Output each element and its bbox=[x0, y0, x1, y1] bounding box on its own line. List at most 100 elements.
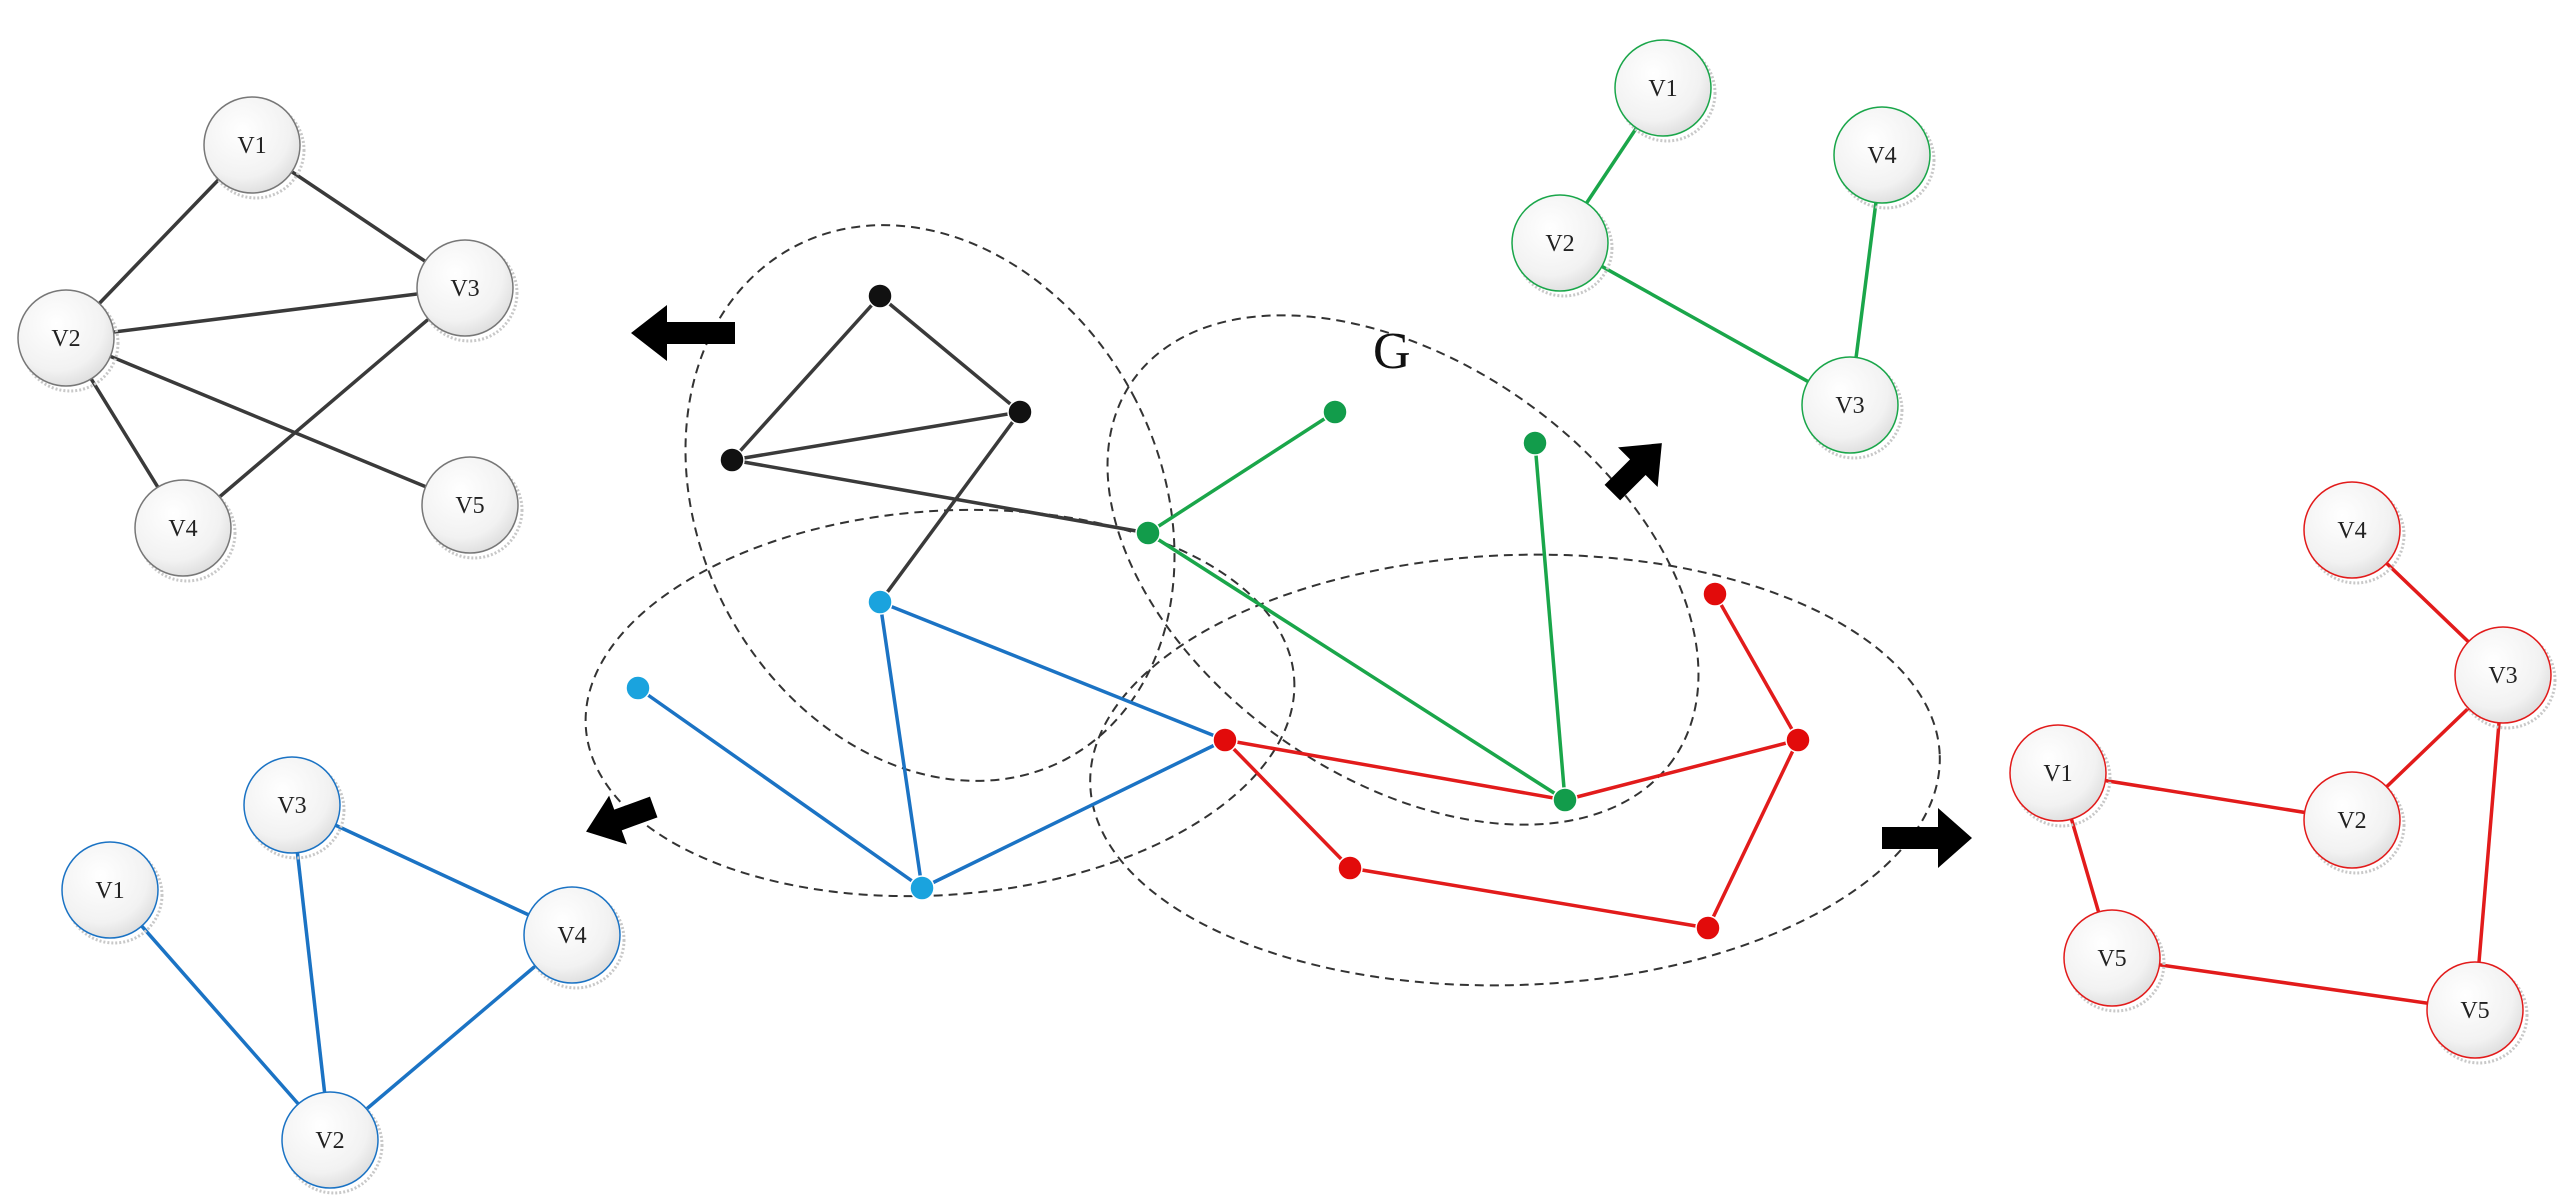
subgraph-green-node-V1: V1 bbox=[1614, 39, 1717, 143]
subgraph-blue-node-label: V4 bbox=[557, 923, 586, 949]
central-node-b1 bbox=[867, 589, 893, 615]
subgraph-green-node-V2: V2 bbox=[1511, 194, 1614, 298]
subgraph-black-node-V1: V1 bbox=[203, 96, 306, 200]
subgraph-black-node-label: V4 bbox=[168, 516, 197, 542]
central-edge-k1-k3 bbox=[730, 294, 882, 462]
central-edge-r2-r4 bbox=[1223, 738, 1352, 870]
arrow-right-to-red-subgraph-icon bbox=[1882, 808, 1972, 868]
central-edge-b1-r2 bbox=[879, 600, 1226, 742]
central-node-g1 bbox=[1322, 399, 1348, 425]
subgraph-blue-edge-V1-V2 bbox=[108, 888, 332, 1142]
subgraph-red-node-V5b: V5 bbox=[2426, 961, 2529, 1065]
cluster-red-outline bbox=[1089, 553, 1941, 987]
subgraph-black-node-V2: V2 bbox=[17, 289, 120, 393]
subgraph-blue-edge-V3-V2 bbox=[290, 804, 332, 1141]
central-edge-k1-k2 bbox=[878, 294, 1022, 414]
central-edge-r3-r5 bbox=[1706, 739, 1800, 929]
subgraph-red-node-label: V2 bbox=[2337, 808, 2366, 834]
subgraph-black-node-V5: V5 bbox=[421, 456, 524, 560]
subgraph-black-edge-V2-V3 bbox=[65, 286, 466, 340]
central-node-r2 bbox=[1212, 727, 1238, 753]
subgraph-red-edge-V5a-V5b bbox=[2111, 956, 2476, 1012]
central-graph-nodes bbox=[625, 283, 1811, 941]
central-edge-k3-g3 bbox=[731, 458, 1149, 535]
subgraph-black-node-label: V3 bbox=[450, 276, 479, 302]
central-node-r3 bbox=[1785, 727, 1811, 753]
subgraph-red-node-V2: V2 bbox=[2303, 771, 2406, 875]
subgraph-black-node-label: V5 bbox=[455, 493, 484, 519]
subgraph-black-node-V4: V4 bbox=[134, 479, 237, 583]
graph-title: G bbox=[1373, 323, 1411, 380]
subgraph-red-edge-V1-V2 bbox=[2057, 771, 2353, 822]
subgraph-blue-node-V1: V1 bbox=[61, 841, 164, 945]
central-node-b3 bbox=[909, 875, 935, 901]
subgraph-black-edge-V2-V5 bbox=[65, 336, 471, 507]
central-edge-r4-r5 bbox=[1349, 866, 1709, 930]
subgraph-red-node-V3: V3 bbox=[2454, 626, 2557, 730]
central-node-k1 bbox=[867, 283, 893, 309]
central-node-r4 bbox=[1337, 855, 1363, 881]
arrow-downleft-to-blue-subgraph-icon bbox=[586, 795, 658, 845]
central-node-b2 bbox=[625, 675, 651, 701]
subgraph-blue-node-V3: V3 bbox=[243, 756, 346, 860]
subgraph-blue-node-label: V3 bbox=[277, 793, 306, 819]
central-node-k3 bbox=[719, 447, 745, 473]
subgraph-black-node-label: V1 bbox=[237, 133, 266, 159]
cluster-blue-outline bbox=[584, 508, 1296, 898]
cluster-black-outline bbox=[684, 224, 1176, 782]
cluster-green-outline bbox=[1106, 314, 1700, 826]
cluster-outlines bbox=[584, 224, 1941, 987]
subgraph-red-node-label: V5 bbox=[2460, 998, 2489, 1024]
central-node-g2 bbox=[1522, 430, 1548, 456]
subgraph-black-node-label: V2 bbox=[51, 326, 80, 352]
central-node-r1 bbox=[1702, 581, 1728, 607]
central-node-g3 bbox=[1135, 520, 1161, 546]
subgraph-red-node-V4: V4 bbox=[2303, 481, 2406, 585]
central-edge-b1-b3 bbox=[878, 601, 924, 889]
central-edge-b3-r2 bbox=[921, 738, 1226, 890]
subgraph-black-node-V3: V3 bbox=[416, 239, 519, 343]
central-edge-k2-b1 bbox=[878, 410, 1022, 604]
central-edge-g1-g3 bbox=[1147, 410, 1336, 535]
subgraph-red-node-V1: V1 bbox=[2009, 724, 2112, 828]
central-edge-k3-k2 bbox=[731, 410, 1021, 462]
arrow-left-to-black-subgraph-icon bbox=[631, 305, 735, 361]
central-edge-r2-g4 bbox=[1224, 738, 1566, 802]
subgraph-red-node-label: V1 bbox=[2043, 761, 2072, 787]
subgraph-blue-edge-V4-V2 bbox=[328, 933, 574, 1142]
central-edge-g3-g4 bbox=[1147, 531, 1566, 802]
subgraph-green-node-V4: V4 bbox=[1833, 106, 1936, 210]
subgraph-red-node-V5a: V5 bbox=[2063, 909, 2166, 1013]
central-node-g4 bbox=[1552, 787, 1578, 813]
subgraph-green-node-label: V2 bbox=[1545, 231, 1574, 257]
central-edge-g4-r3 bbox=[1564, 738, 1799, 802]
subgraph-red-node-label: V5 bbox=[2097, 946, 2126, 972]
central-edge-g2-g4 bbox=[1533, 442, 1567, 801]
subgraph-red-node-label: V3 bbox=[2488, 663, 2517, 689]
subgraph-green-node-label: V4 bbox=[1867, 143, 1896, 169]
subgraph-red-node-label: V4 bbox=[2337, 518, 2366, 544]
subgraph-blue-node-label: V1 bbox=[95, 878, 124, 904]
central-edge-b2-b3 bbox=[636, 686, 924, 890]
subgraph-green-node-label: V3 bbox=[1835, 393, 1864, 419]
subgraph-green-edge-V2-V3 bbox=[1559, 241, 1851, 407]
subgraph-blue-node-label: V2 bbox=[315, 1128, 344, 1154]
subgraph-green-node-label: V1 bbox=[1648, 76, 1677, 102]
central-edge-r1-r3 bbox=[1713, 593, 1800, 741]
subgraph-red-edge-V3-V5b bbox=[2473, 674, 2505, 1011]
subgraph-blue-node-V2: V2 bbox=[281, 1091, 384, 1195]
subgraph-blue-node-V4: V4 bbox=[523, 886, 626, 990]
arrow-upright-to-green-subgraph-icon bbox=[1604, 443, 1662, 501]
subgraph-green-node-V3: V3 bbox=[1801, 356, 1904, 460]
central-node-r5 bbox=[1695, 915, 1721, 941]
central-node-k2 bbox=[1007, 399, 1033, 425]
direction-arrows bbox=[586, 305, 1972, 868]
central-graph-edges bbox=[636, 294, 1800, 930]
subgraph-blue-edge-V3-V4 bbox=[291, 803, 573, 937]
